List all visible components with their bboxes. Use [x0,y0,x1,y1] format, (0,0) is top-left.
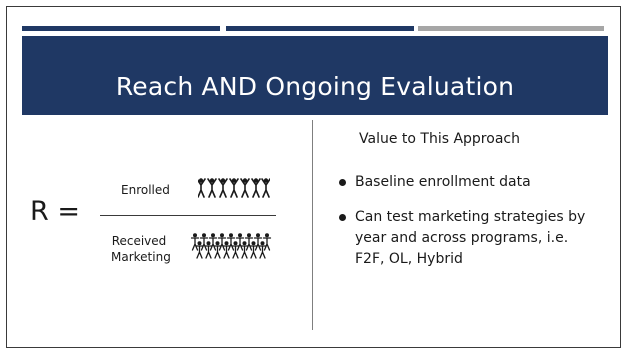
fraction-line [100,215,276,216]
column-divider [312,120,313,330]
denominator-label: Received Marketing [111,234,171,264]
accent-bar [22,26,220,31]
accent-bars [22,26,608,31]
people-crowd-icon [191,233,272,259]
people-group-icon [198,178,270,198]
formula-symbol: R = [30,196,80,227]
value-bullet-list: Baseline enrollment data Can test market… [339,172,589,284]
list-item: Baseline enrollment data [339,172,589,193]
value-heading: Value to This Approach [359,131,520,147]
bullet-icon [339,214,346,221]
slide-title: Reach AND Ongoing Evaluation [115,72,515,101]
bullet-text: Can test marketing strategies by year an… [355,209,586,267]
bullet-text: Baseline enrollment data [355,174,531,190]
bullet-icon [339,179,346,186]
numerator-label: Enrolled [121,183,170,197]
accent-bar [418,26,604,31]
title-band: Reach AND Ongoing Evaluation [22,36,608,115]
list-item: Can test marketing strategies by year an… [339,207,589,270]
accent-bar [226,26,414,31]
